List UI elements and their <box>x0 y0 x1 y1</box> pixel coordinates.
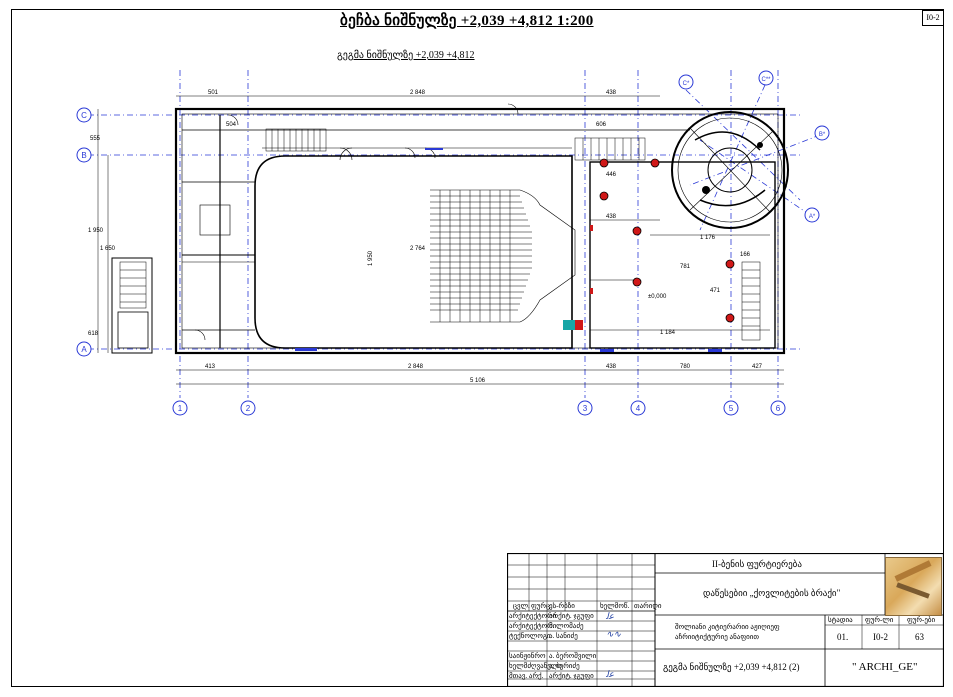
col-axis-6: 6 <box>776 404 781 413</box>
row-axis-a: A <box>81 345 87 354</box>
tb-name-4: ა. ბეროშვილი <box>549 652 597 660</box>
title-block: ცვლ. ფურც. ეს-რბზი ხელმოწ. თარიღი არქიტე… <box>507 553 944 687</box>
dim-bottom-1: 413 <box>205 364 216 370</box>
drawing-sub-title: გეგმა ნიშნულზე +2,039 +4,812 <box>337 50 475 61</box>
tb-col-stage: სტადია <box>828 616 853 624</box>
tb-name-5: ა. ბერიძე <box>549 662 580 670</box>
tb-role-6: მთავ. არქ. <box>509 672 544 680</box>
radial-axis-b1: B* <box>819 132 826 138</box>
tb-description-1: შოლიანი კიტიერარიი აჟიღიეფ <box>675 623 780 631</box>
tb-role-5: ხელმძღვანელი <box>509 662 562 670</box>
tb-name-6: არქიტ. ჯგუფი <box>549 672 594 680</box>
tb-role-1: არქიტექტორი <box>509 612 557 620</box>
tb-description-2: აჩრიიტიქტურიე ანაფიით <box>675 633 759 641</box>
col-axis-4: 4 <box>636 404 641 413</box>
tb-role-4: საინჟინრო <box>509 652 546 660</box>
dim-inner-room: 781 <box>680 264 691 270</box>
dim-inner-446: 446 <box>606 172 617 178</box>
level-mark: ±0,000 <box>648 294 667 300</box>
signature-2: ∿∿ <box>606 630 622 640</box>
tb-header-date: თარიღი <box>634 602 662 610</box>
dim-bottom-4: 780 <box>680 364 691 370</box>
row-axis-b: B <box>81 151 86 160</box>
radial-axis-c1: C* <box>683 81 690 87</box>
tb-stage: 01. <box>837 632 849 642</box>
tb-header-doc: ეს-რბზი <box>549 602 575 610</box>
col-axis-1: 1 <box>178 404 183 413</box>
tb-org: II-ბენის ფურტიერება <box>712 559 802 569</box>
dim-top-3: 2 848 <box>410 90 426 96</box>
tb-header-sheet: ფურც. <box>531 602 552 610</box>
tb-header-change: ცვლ. <box>513 602 530 610</box>
sheet-frame <box>11 9 944 687</box>
dim-bottom-3: 438 <box>606 364 617 370</box>
tb-project: დაწესებიი „ქოვლიტების ბრაქი" <box>703 588 841 598</box>
dim-left-2: 1 950 <box>88 228 104 234</box>
tb-sheets: 63 <box>915 632 924 642</box>
signature-1: ﻋﻟ <box>606 612 615 622</box>
tb-company: " ARCHI_GE" <box>852 661 918 673</box>
dim-top-4: 438 <box>606 90 617 96</box>
tb-name-3: ა. სანიძე <box>549 632 578 640</box>
dim-left-3: 1 650 <box>100 246 116 252</box>
dim-inner-166: 166 <box>740 252 751 258</box>
dim-top-5: 606 <box>596 122 607 128</box>
tb-role-3: ტექნოლოგი <box>509 632 551 640</box>
tb-header-sign: ხელმოწ. <box>600 602 630 610</box>
radial-axis-a1: A* <box>809 214 816 220</box>
dim-inner-hall: 2 764 <box>410 246 426 252</box>
col-axis-2: 2 <box>246 404 251 413</box>
sheet-code-tag: I0-2 <box>922 10 944 26</box>
tb-col-sheet: ფურ-ლი <box>865 616 894 624</box>
tb-name-2: მ. ლომაძე <box>549 622 584 630</box>
tb-sheet-description: გეგმა ნიშნულზე +2,039 +4,812 (2) <box>663 662 800 672</box>
dim-inner-hall-h: 1 950 <box>368 250 374 266</box>
dim-inner-room-w: 1 184 <box>660 330 676 336</box>
radial-axis-c2: C** <box>761 77 771 83</box>
dim-overall: 5 106 <box>470 378 486 384</box>
dim-top-2: 504 <box>226 122 237 128</box>
dim-top-1: 501 <box>208 90 219 96</box>
dim-inner-1176: 1 176 <box>700 235 716 241</box>
company-logo <box>885 557 942 616</box>
tb-role-2: არქიტექტორი <box>509 622 557 630</box>
dim-bottom-2: 2 848 <box>408 364 424 370</box>
tb-name-1: არქიტ. ჯგუფი <box>549 612 594 620</box>
tb-col-sheets: ფურ-ები <box>907 616 936 624</box>
dim-left-1: 555 <box>90 136 101 142</box>
drawing-main-title: ბეჩბა ნიშნულზე +2,039 +4,812 1:200 <box>340 13 594 29</box>
tb-sheet: I0-2 <box>873 632 888 642</box>
dim-inner-471: 471 <box>710 288 721 294</box>
signature-3: ﻋﻟ <box>606 670 615 680</box>
col-axis-3: 3 <box>583 404 588 413</box>
col-axis-5: 5 <box>729 404 734 413</box>
row-axis-c: C <box>81 111 87 120</box>
dim-bottom-5: 427 <box>752 364 763 370</box>
dim-left-4: 618 <box>88 331 99 337</box>
dim-inner-438: 438 <box>606 214 617 220</box>
